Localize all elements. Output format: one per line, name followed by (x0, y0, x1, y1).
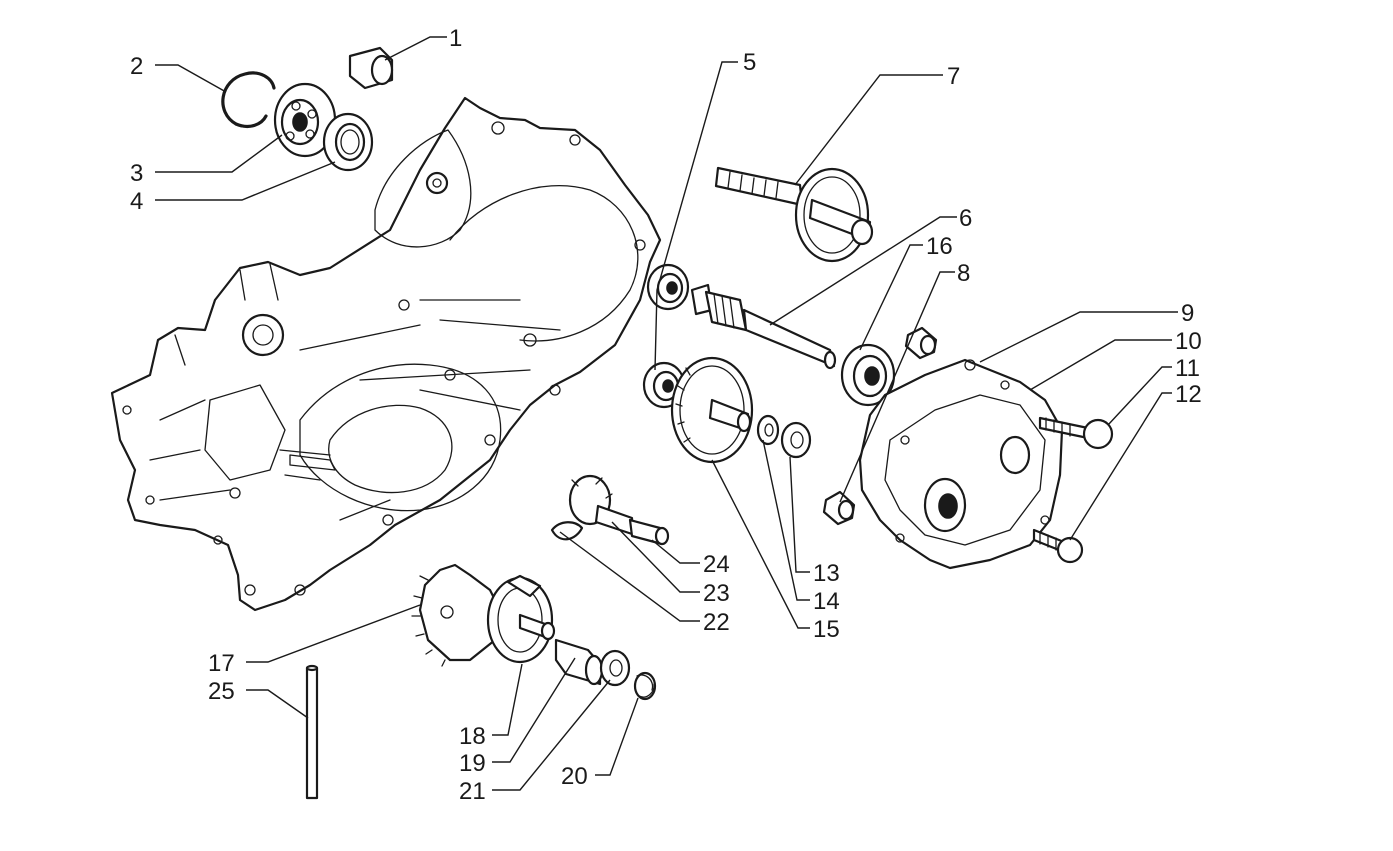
callout-3: 3 (130, 160, 143, 187)
callout-labels: 1 2 3 4 5 6 7 8 9 10 11 12 13 14 15 16 1… (130, 25, 1202, 805)
part-21-washer (599, 649, 631, 687)
callout-22: 22 (703, 609, 730, 636)
leader-18 (492, 663, 523, 736)
part-24-pin (628, 518, 670, 546)
leader-16 (859, 244, 923, 351)
leader-12 (1069, 392, 1172, 541)
callout-17: 17 (208, 650, 235, 677)
part-6-pinion-shaft (690, 283, 837, 370)
callout-6: 6 (959, 205, 972, 232)
parts-artwork (110, 46, 1114, 800)
part-10-transmission-cover (858, 358, 1064, 570)
part-8-dowel-upper (904, 326, 938, 360)
leader-14 (762, 439, 810, 601)
callout-7: 7 (947, 63, 960, 90)
callout-9: 9 (1181, 300, 1194, 327)
part-14-washer (756, 414, 780, 446)
callout-13: 13 (813, 560, 840, 587)
callout-10: 10 (1175, 328, 1202, 355)
part-25-rod (305, 664, 319, 800)
part-7-shaft-with-gear (714, 166, 874, 263)
part-16-bearing (840, 343, 896, 407)
leader-13 (789, 456, 810, 573)
part-22-gear (550, 474, 613, 541)
callout-4: 4 (130, 188, 143, 215)
part-15-gear (670, 356, 754, 464)
callout-20: 20 (561, 763, 588, 790)
part-18-starter-gear (486, 574, 556, 664)
leader-1 (384, 36, 447, 61)
callout-18: 18 (459, 723, 486, 750)
callout-21: 21 (459, 778, 486, 805)
leader-2 (155, 64, 227, 93)
leader-19 (492, 657, 576, 763)
callout-15: 15 (813, 616, 840, 643)
part-4-oil-seal (322, 112, 374, 172)
callout-19: 19 (459, 750, 486, 777)
part-12-bolt (1032, 528, 1084, 564)
leader-23 (611, 521, 700, 593)
leader-11 (1107, 366, 1172, 426)
part-5-bearing-upper (646, 263, 690, 311)
leader-17 (246, 604, 421, 663)
leader-8 (839, 271, 955, 503)
part-23-shaft (594, 504, 634, 536)
callout-24: 24 (703, 551, 730, 578)
leader-15 (711, 459, 810, 629)
leader-6 (769, 216, 957, 326)
part-17-sprocket (411, 563, 502, 667)
leader-3 (155, 134, 283, 173)
leader-24 (651, 539, 700, 564)
leader-lines (155, 36, 1178, 791)
callout-5: 5 (743, 49, 756, 76)
part-8-dowel-lower (822, 490, 856, 526)
leader-25 (246, 689, 309, 719)
callout-1: 1 (449, 25, 462, 52)
leader-10 (1029, 339, 1172, 391)
callout-16: 16 (926, 233, 953, 260)
leader-4 (155, 161, 336, 201)
part-20-spring (633, 671, 657, 701)
part-1-sleeve (348, 46, 394, 90)
part-11-bolt (1038, 416, 1114, 450)
callout-25: 25 (208, 678, 235, 705)
callout-2: 2 (130, 53, 143, 80)
callout-12: 12 (1175, 381, 1202, 408)
callout-14: 14 (813, 588, 840, 615)
leader-21 (492, 679, 611, 791)
leader-22 (559, 531, 700, 622)
leader-7 (794, 74, 943, 186)
crankcase-half (110, 96, 662, 612)
part-2-circlip (221, 71, 276, 129)
leader-9 (979, 311, 1178, 363)
leader-5 (654, 61, 738, 371)
callout-23: 23 (703, 580, 730, 607)
leader-20 (595, 697, 639, 776)
callout-11: 11 (1175, 355, 1200, 382)
callout-8: 8 (957, 260, 970, 287)
part-13-washer (780, 421, 812, 459)
